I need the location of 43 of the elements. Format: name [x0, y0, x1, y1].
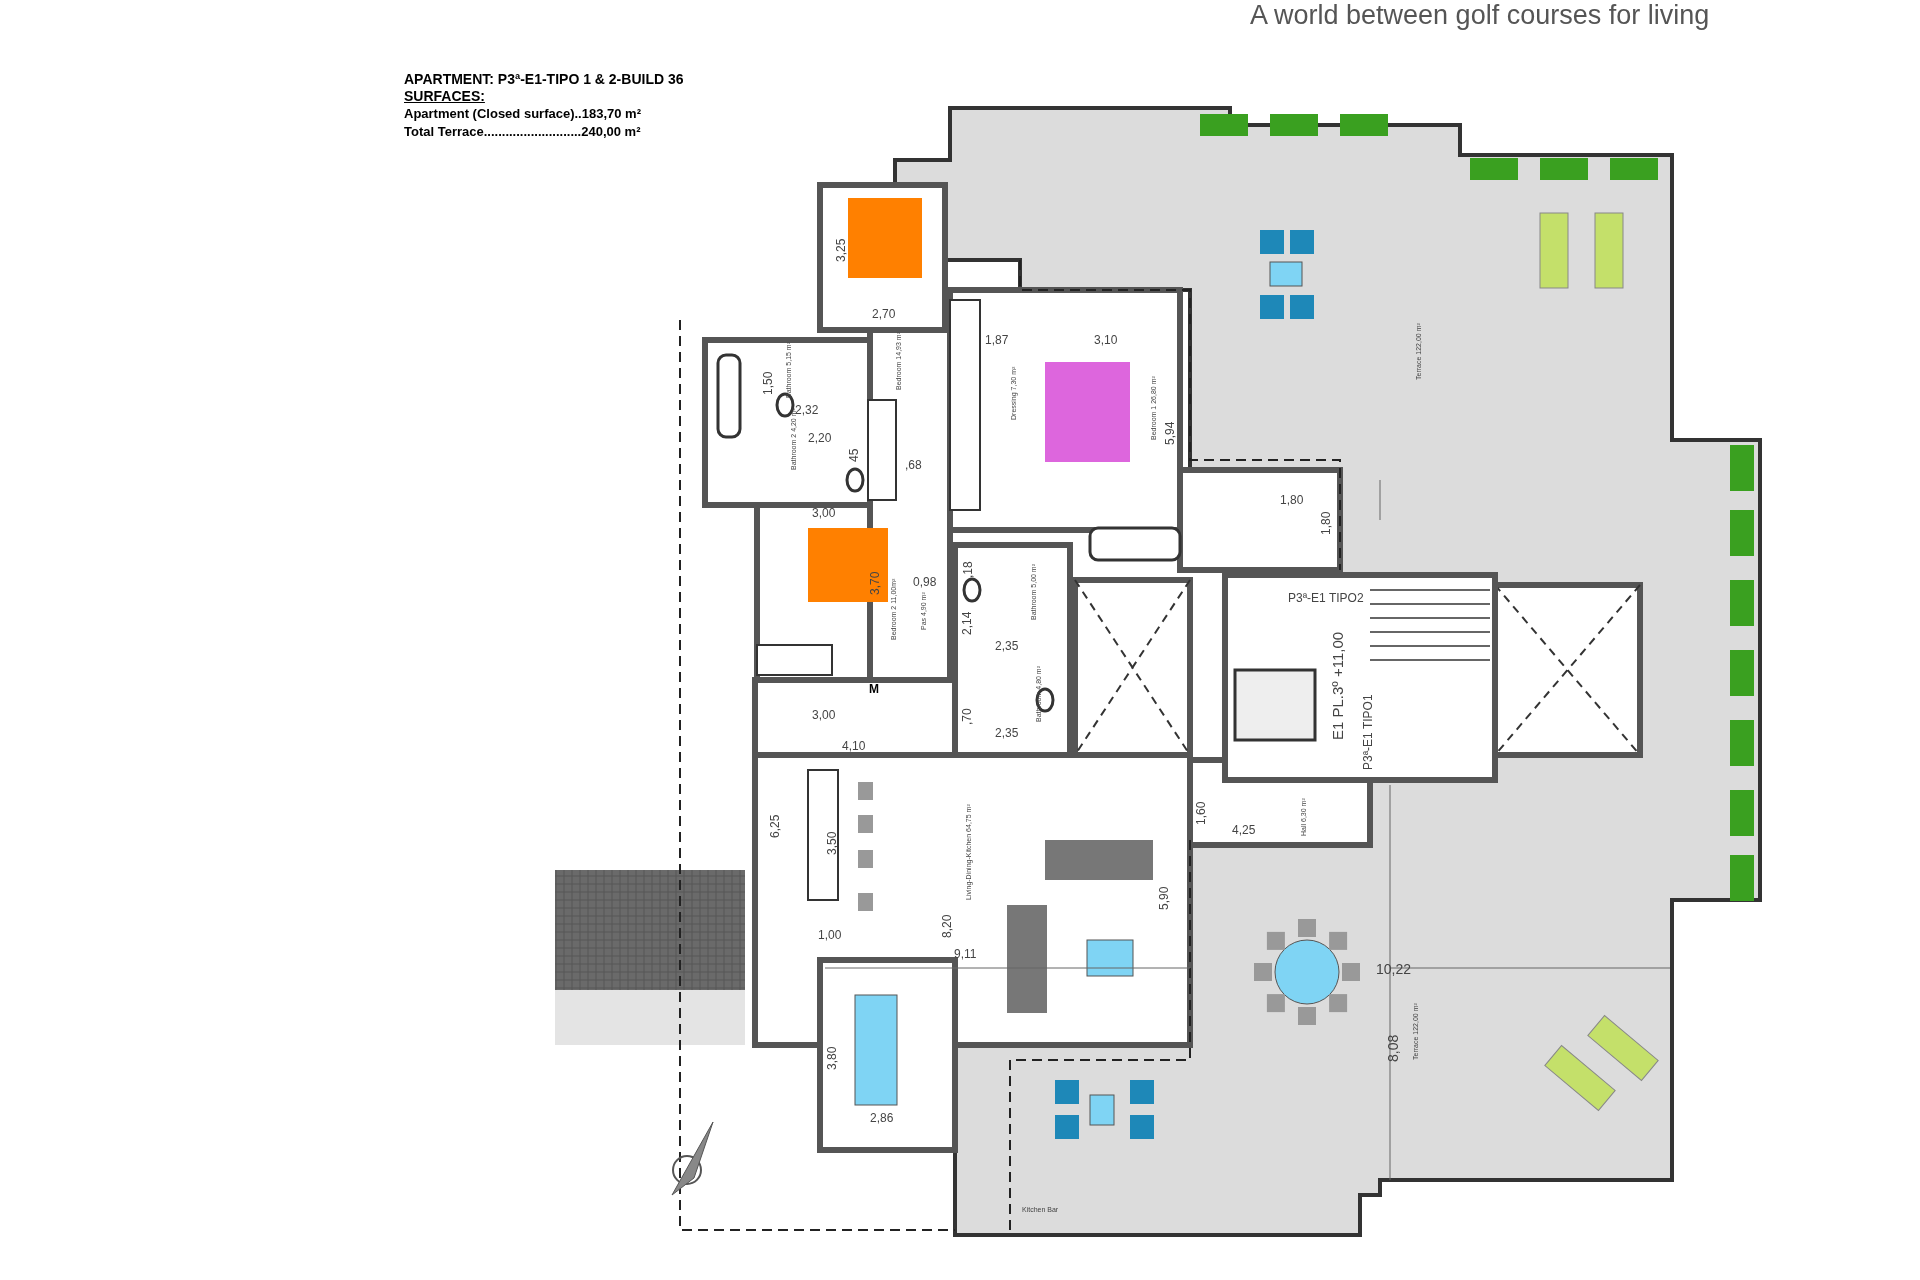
dimension-label: 10,22 — [1376, 962, 1412, 976]
dimension-label: 3,10 — [1094, 334, 1118, 346]
dimension-label: 3,50 — [826, 831, 838, 855]
dimension-label: 4,10 — [842, 740, 866, 752]
dimension-label: 1,87 — [985, 334, 1009, 346]
dimension-label: 1,00 — [818, 929, 842, 941]
dimension-label: 3,80 — [826, 1046, 838, 1070]
dimension-label: 2,70 — [872, 308, 896, 320]
floor-level-label: E1 PL.3º +11,00 — [1330, 631, 1345, 740]
dimension-label: 2,86 — [870, 1112, 894, 1124]
surface-text: Total Terrace...........................240,00 m² — [404, 125, 641, 138]
dimension-label: 3,00 — [812, 709, 836, 721]
unit-label: P3ª-E1 TIPO1 — [1362, 694, 1374, 770]
dimension-label: 3,25 — [835, 238, 847, 262]
dimension-label: 8,20 — [941, 914, 953, 938]
dimension-label: ,68 — [905, 459, 922, 471]
dimension-label: 4,25 — [1232, 824, 1256, 836]
dimension-label: 5,94 — [1164, 421, 1176, 445]
dimension-label: 1,50 — [762, 371, 774, 395]
dimension-label: 5,90 — [1158, 886, 1170, 910]
dimension-label: 45 — [848, 448, 860, 462]
dimension-label: 1,60 — [1195, 801, 1207, 825]
slogan-text: A world between golf courses for living — [1250, 2, 1710, 29]
dimension-label: 1,80 — [1320, 511, 1332, 535]
surface-text: Apartment (Closed surface)..183,70 m² — [404, 107, 641, 120]
unit-label: P3ª-E1 TIPO2 — [1288, 592, 1364, 604]
dimension-label: 2,32 — [795, 404, 819, 416]
dimension-label: 2,14 — [961, 611, 973, 635]
dimension-label: 8,08 — [1386, 1034, 1400, 1062]
header-text: APARTMENT: P3ª-E1-TIPO 1 & 2-BUILD 36 — [404, 72, 684, 86]
dimension-label: 6,25 — [769, 814, 781, 838]
dimension-label: ,70 — [961, 708, 973, 725]
dimension-label: 9,11 — [954, 948, 977, 960]
header-text: SURFACES: — [404, 89, 485, 103]
dimension-label: 3,70 — [869, 571, 881, 595]
dimension-label: 0,98 — [913, 576, 937, 588]
dimension-label: 1,80 — [1280, 494, 1304, 506]
appliance-label: M — [869, 683, 879, 695]
dimension-label: 2,35 — [995, 727, 1019, 739]
dimension-label: 3,00 — [812, 507, 836, 519]
dimension-label: 2,20 — [808, 432, 832, 444]
dimension-label: ,18 — [962, 561, 974, 578]
dimension-label: 2,35 — [995, 640, 1019, 652]
